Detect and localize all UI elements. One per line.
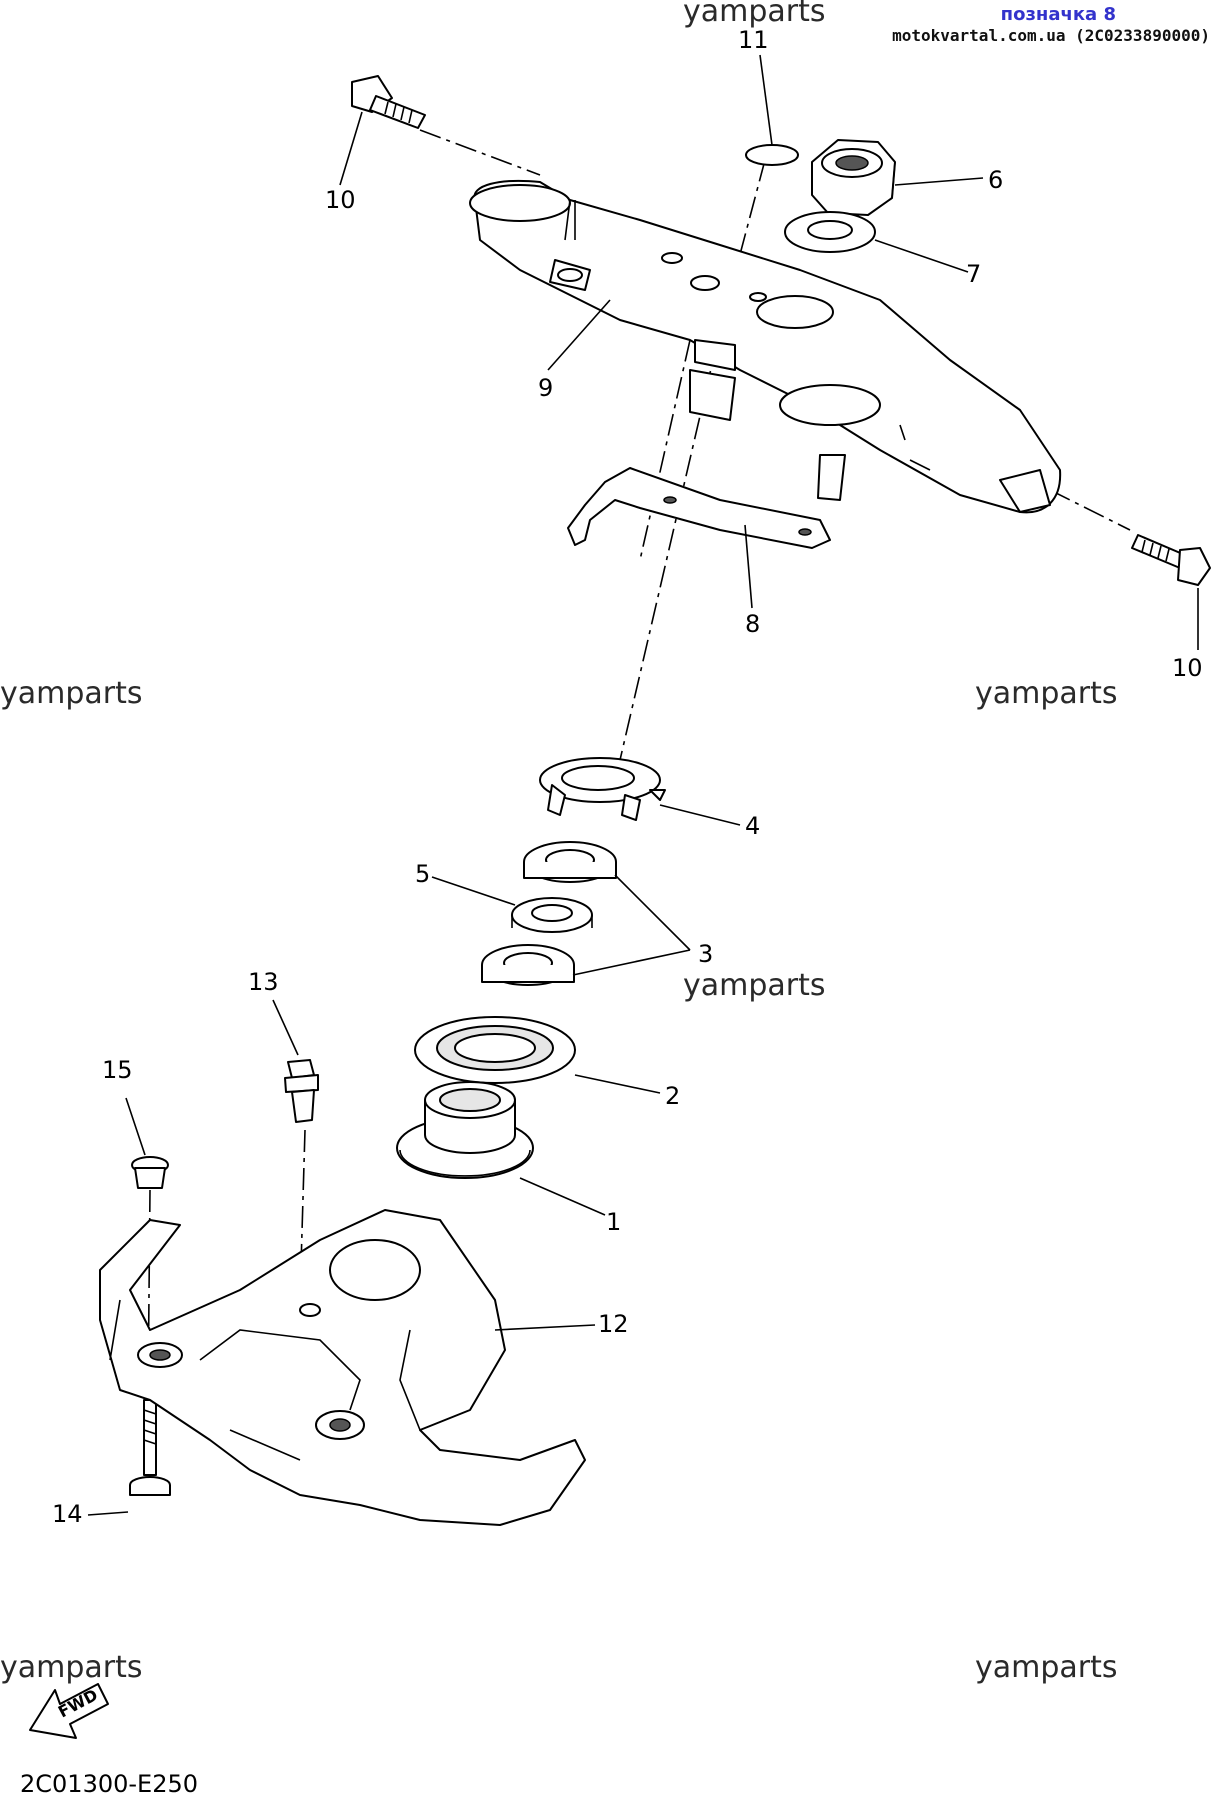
leader-3	[572, 874, 691, 976]
callout-4: 4	[745, 812, 761, 840]
watermark: yamparts	[0, 1650, 143, 1685]
bolt-axis-line-left	[419, 129, 541, 176]
callout-5: 5	[415, 860, 431, 888]
bolt-10-left	[351, 75, 426, 129]
leader-2	[574, 1074, 661, 1094]
callout-10-left: 10	[325, 186, 356, 214]
part-12-cover	[99, 1209, 586, 1526]
callout-15: 15	[102, 1056, 133, 1084]
cover-bolt-axis-13	[299, 1129, 306, 1301]
leader-7	[874, 239, 969, 273]
leader-15	[125, 1097, 146, 1156]
leader-13	[272, 999, 299, 1056]
part-4-lock-washer	[539, 757, 666, 821]
part-15-collar	[131, 1156, 169, 1189]
callout-2: 2	[665, 1082, 681, 1110]
part-9-upper-bracket	[469, 179, 1062, 514]
leader-9	[547, 299, 611, 371]
part-5-washer	[511, 897, 593, 933]
callout-8: 8	[745, 610, 761, 638]
header-mark: позначка 8	[1000, 4, 1116, 25]
part-3-ring-nut-upper	[523, 841, 617, 883]
header-source: motokvartal.com.ua (2C0233890000)	[892, 26, 1210, 45]
leader-12	[494, 1324, 596, 1331]
leader-1	[519, 1177, 606, 1216]
callout-7: 7	[966, 260, 982, 288]
part-7-washer	[784, 211, 876, 253]
callout-11: 11	[738, 26, 769, 54]
leader-11	[759, 54, 773, 146]
diagram-code: 2C01300-E250	[20, 1770, 199, 1798]
watermark: yamparts	[683, 0, 826, 29]
callout-10-right: 10	[1172, 654, 1203, 682]
callout-6: 6	[988, 166, 1004, 194]
leader-14	[87, 1511, 129, 1516]
callout-13: 13	[248, 968, 279, 996]
leader-6	[894, 177, 984, 186]
stem-axis-line	[639, 339, 691, 561]
part-6-nut	[811, 139, 896, 216]
part-1-bearing	[396, 1081, 534, 1179]
center-axis-line	[619, 159, 766, 761]
part-13-bolt	[284, 1059, 319, 1123]
callout-1: 1	[606, 1208, 622, 1236]
bolt-10-right	[1131, 534, 1211, 586]
fwd-arrow: FWD	[29, 1683, 109, 1739]
watermark: yamparts	[0, 676, 143, 711]
part-2-dust-seal	[414, 1016, 576, 1084]
watermark: yamparts	[975, 676, 1118, 711]
part-11-disc	[745, 144, 799, 166]
cover-bolt-axis-15	[147, 1189, 151, 1401]
leader-5	[431, 876, 516, 906]
callout-3: 3	[698, 940, 714, 968]
callout-14: 14	[52, 1500, 83, 1528]
bolt-axis-line-right	[1049, 489, 1131, 531]
watermark: yamparts	[683, 968, 826, 1003]
part-8-bracket	[567, 467, 831, 549]
leader-4	[659, 804, 741, 826]
callout-9: 9	[538, 374, 554, 402]
callout-12: 12	[598, 1310, 629, 1338]
part-14-bolt	[129, 1399, 171, 1496]
leader-8	[744, 524, 753, 609]
leader-10-left	[339, 111, 363, 186]
watermark: yamparts	[975, 1650, 1118, 1685]
part-3-ring-nut-lower	[481, 944, 575, 986]
